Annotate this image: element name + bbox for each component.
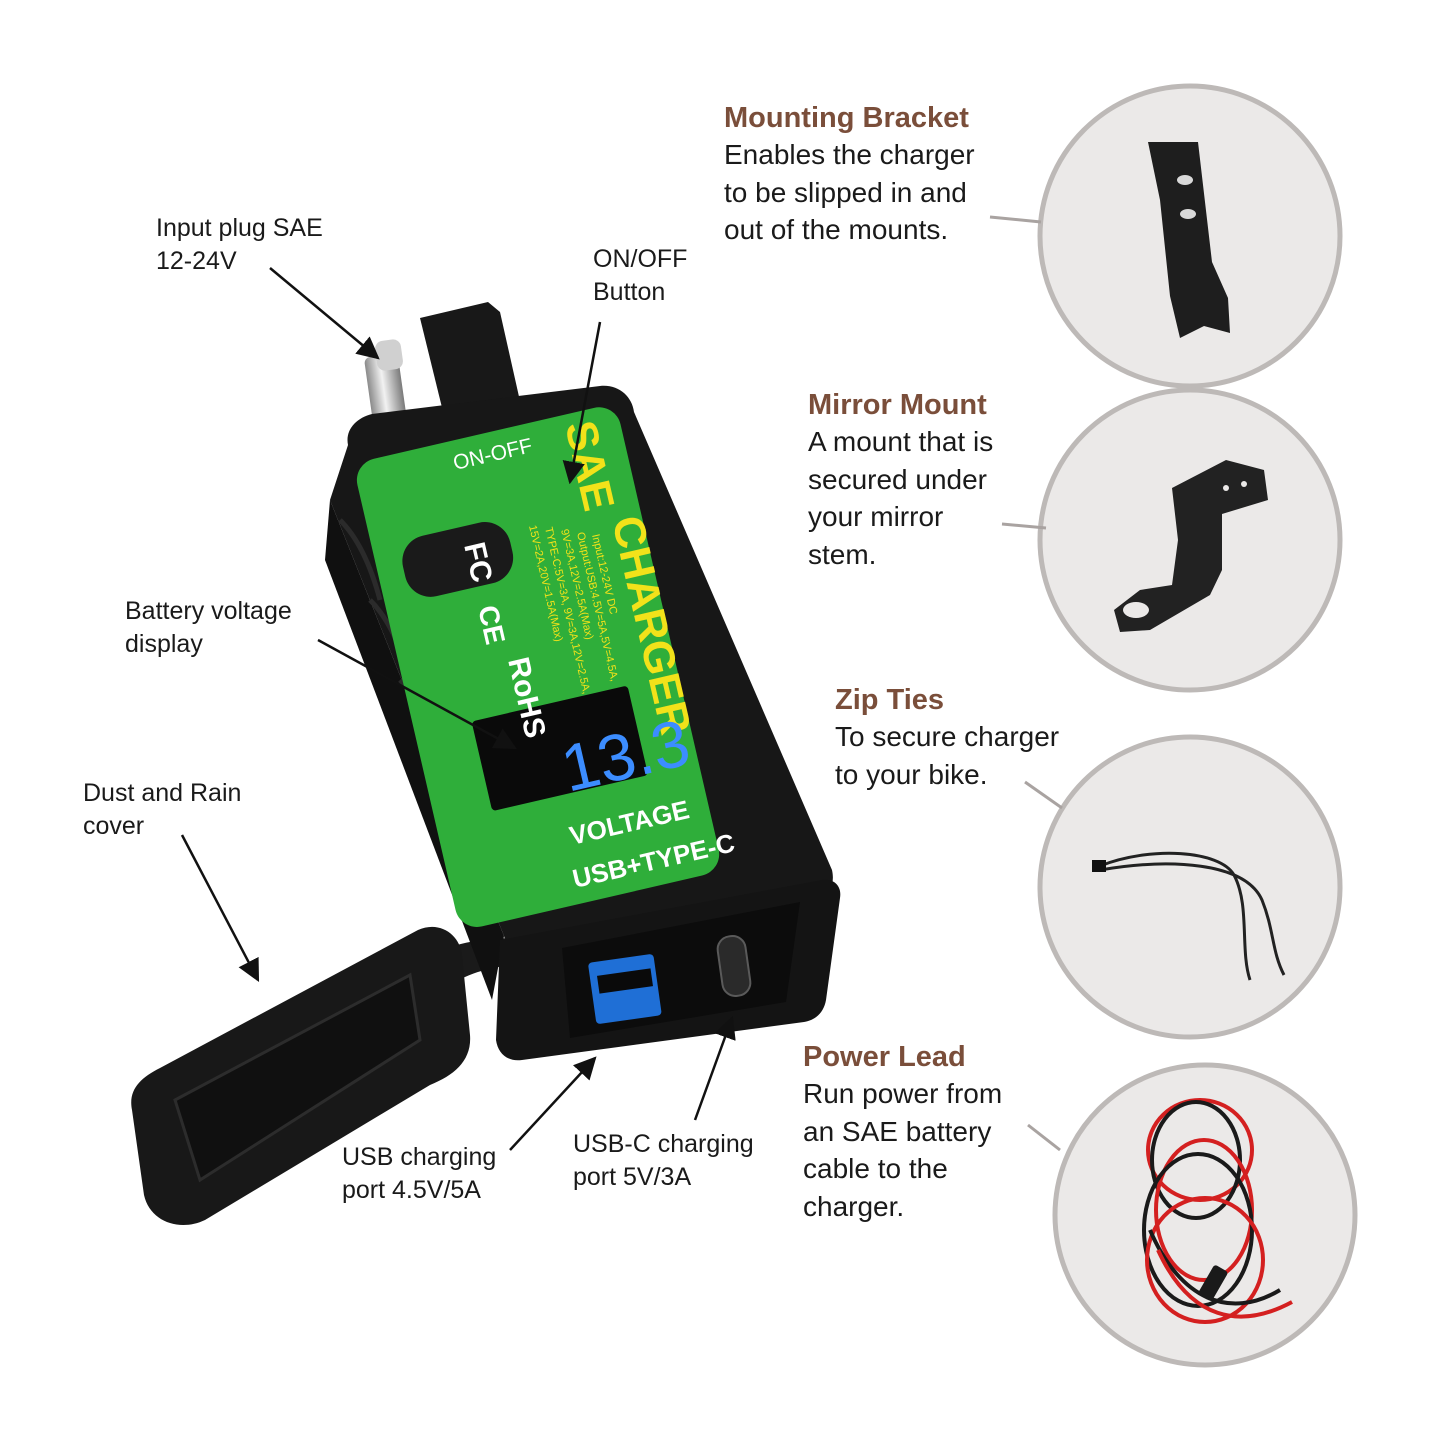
- bracket-image: [1148, 142, 1230, 338]
- feature-description: Run power from an SAE battery cable to t…: [803, 1078, 1003, 1222]
- dust-cover-arrow: [180, 834, 260, 982]
- mirror-mount-image: [1114, 460, 1268, 632]
- feature-description: Enables the charger to be slipped in and…: [724, 139, 975, 245]
- usbc-port-label: USB-C charging port 5V/3A: [573, 1130, 754, 1191]
- usbc-port: [716, 935, 752, 997]
- usbc-port-arrow: [693, 1015, 736, 1121]
- usb-port-arrow: [509, 1056, 597, 1151]
- feature-title: Power Lead: [803, 1041, 966, 1073]
- feature-title: Mounting Bracket: [724, 102, 969, 134]
- usb-port-label: USB charging port 4.5V/5A: [342, 1143, 497, 1204]
- on-off-button[interactable]: [397, 517, 518, 602]
- feature-zip-ties: Zip Ties To secure charger to your bike.: [835, 682, 1059, 793]
- power-lead-image: [1142, 1098, 1293, 1324]
- zip-ties-circle: [1037, 734, 1343, 1040]
- battery-display-label: Battery voltage display: [125, 597, 292, 658]
- mounting-bracket-circle: [1037, 83, 1343, 389]
- voltage-display: [472, 686, 648, 811]
- on-off-button-label: ON/OFF Button: [593, 245, 688, 306]
- battery-display-arrow: [317, 638, 517, 750]
- feature-description: To secure charger to your bike.: [835, 721, 1060, 790]
- feature-mirror-mount: Mirror Mount A mount that is secured und…: [808, 387, 993, 573]
- dust-cover-label: Dust and Rain cover: [83, 779, 242, 840]
- input-plug-label: Input plug SAE 12-24V: [156, 214, 323, 275]
- power-lead-circle: [1052, 1062, 1358, 1368]
- input-plug-arrow: [269, 267, 380, 360]
- feature-title: Mirror Mount: [808, 389, 987, 421]
- on-off-arrow: [562, 321, 602, 485]
- mirror-mount-circle: [1037, 387, 1343, 693]
- feature-title: Zip Ties: [835, 684, 945, 716]
- feature-power-lead: Power Lead Run power from an SAE battery…: [803, 1039, 1002, 1225]
- feature-mounting-bracket: Mounting Bracket Enables the charger to …: [724, 100, 975, 249]
- feature-description: A mount that is secured under your mirro…: [808, 426, 994, 570]
